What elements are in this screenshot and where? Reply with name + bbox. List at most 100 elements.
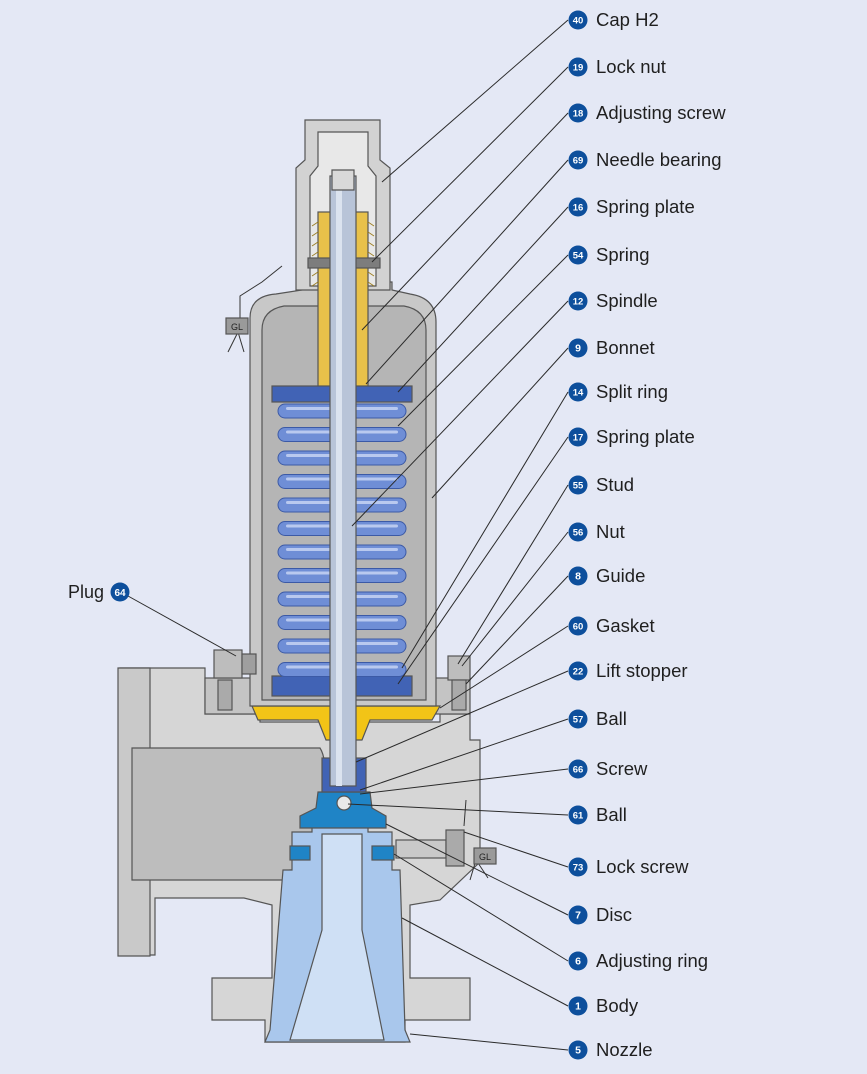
callout-number: 61	[573, 811, 584, 822]
spindle	[329, 175, 357, 787]
plug-badge	[110, 582, 130, 602]
leader-line	[371, 66, 569, 263]
plug-badge-number: 64	[114, 588, 126, 599]
callout-number: 18	[573, 109, 584, 120]
leader-line	[401, 391, 569, 669]
plug-leader	[127, 595, 237, 657]
callout-label: Lift stopper	[596, 660, 688, 681]
seal-tag-left: GL	[231, 322, 243, 332]
callout-label: Screw	[596, 758, 648, 779]
callout-number: 14	[573, 388, 584, 399]
callout-number: 19	[573, 63, 584, 74]
plug-body	[213, 649, 243, 679]
adjusting-screw-threads	[311, 221, 375, 287]
callout-item: 57 Ball	[568, 708, 627, 729]
leader-line	[347, 803, 569, 816]
callout-badge	[568, 291, 588, 311]
callout-item: 56 Nut	[568, 521, 625, 542]
callout-label: Spring plate	[596, 196, 695, 217]
callout-item: 22 Lift stopper	[568, 660, 688, 681]
callout-badge	[568, 616, 588, 636]
callout-label: Split ring	[596, 381, 668, 402]
callout-label: Spring plate	[596, 426, 695, 447]
callout-badge	[568, 709, 588, 729]
callout-number: 73	[573, 863, 584, 874]
callout-item: 6 Adjusting ring	[568, 950, 708, 971]
leader-line	[439, 625, 569, 709]
callout-number: 57	[573, 715, 584, 726]
callout-number: 16	[573, 203, 584, 214]
callout-item: 54 Spring	[568, 244, 649, 265]
callout-label: Spring	[596, 244, 649, 265]
callout-number: 9	[575, 343, 581, 355]
callout-label: Lock screw	[596, 856, 689, 877]
leader-line	[351, 300, 569, 527]
plug-label: Plug	[68, 582, 104, 602]
callout-number: 55	[573, 481, 584, 492]
seal-tag-right: GL	[479, 852, 491, 862]
callout-badge	[568, 857, 588, 877]
leader-line	[431, 347, 569, 499]
callout-label: Gasket	[596, 615, 655, 636]
leader-line	[359, 768, 569, 795]
callout-number: 54	[573, 251, 584, 262]
stud	[451, 679, 467, 711]
leader-line	[457, 484, 569, 665]
leader-line	[409, 1033, 569, 1051]
callout-badge	[568, 57, 588, 77]
callout-item: 14 Split ring	[568, 381, 668, 402]
spindle-highlight	[336, 176, 342, 786]
leader-lines	[347, 19, 569, 1051]
callout-badge	[568, 905, 588, 925]
callout-label: Adjusting screw	[596, 102, 726, 123]
callout-number: 5	[575, 1045, 581, 1057]
callout-number: 6	[575, 956, 581, 968]
nozzle-bore	[289, 833, 385, 1041]
callout-number: 8	[575, 571, 581, 583]
callout-label: Cap H2	[596, 9, 659, 30]
leader-line	[385, 823, 569, 916]
callout-badge	[568, 150, 588, 170]
callout-badge	[568, 805, 588, 825]
callout-number: 7	[575, 910, 581, 922]
callout-badge	[568, 427, 588, 447]
lock-screw	[395, 839, 447, 859]
leader-line	[381, 19, 569, 183]
leader-line	[465, 575, 569, 685]
callout-label: Disc	[596, 904, 632, 925]
callout-label: Stud	[596, 474, 634, 495]
adjusting-ring-left	[289, 845, 311, 861]
leader-line	[397, 436, 569, 685]
disc-ball	[336, 795, 352, 811]
callout-badge	[568, 338, 588, 358]
seal-wire-left	[227, 265, 283, 353]
callout-label: Ball	[596, 708, 627, 729]
callout-badge	[568, 566, 588, 586]
callout-number: 40	[573, 16, 584, 27]
callout-label: Ball	[596, 804, 627, 825]
leader-line	[463, 831, 569, 868]
callout-item: 18 Adjusting screw	[568, 102, 726, 123]
callout-number: 60	[573, 622, 584, 633]
stud-left	[217, 679, 233, 711]
callout-label: Lock nut	[596, 56, 666, 77]
callout-item: 73 Lock screw	[568, 856, 689, 877]
callout-badge	[568, 661, 588, 681]
callout-badge	[568, 245, 588, 265]
adjusting-ring	[371, 845, 395, 861]
callout-number: 12	[573, 297, 584, 308]
callout-label: Adjusting ring	[596, 950, 708, 971]
callout-number: 56	[573, 528, 584, 539]
leader-line	[401, 917, 569, 1007]
leader-line	[361, 112, 569, 331]
callout-number: 22	[573, 667, 584, 678]
callout-item: 7 Disc	[568, 904, 632, 925]
callout-badge	[568, 951, 588, 971]
callout-number: 69	[573, 156, 584, 167]
callout-label: Nut	[596, 521, 625, 542]
